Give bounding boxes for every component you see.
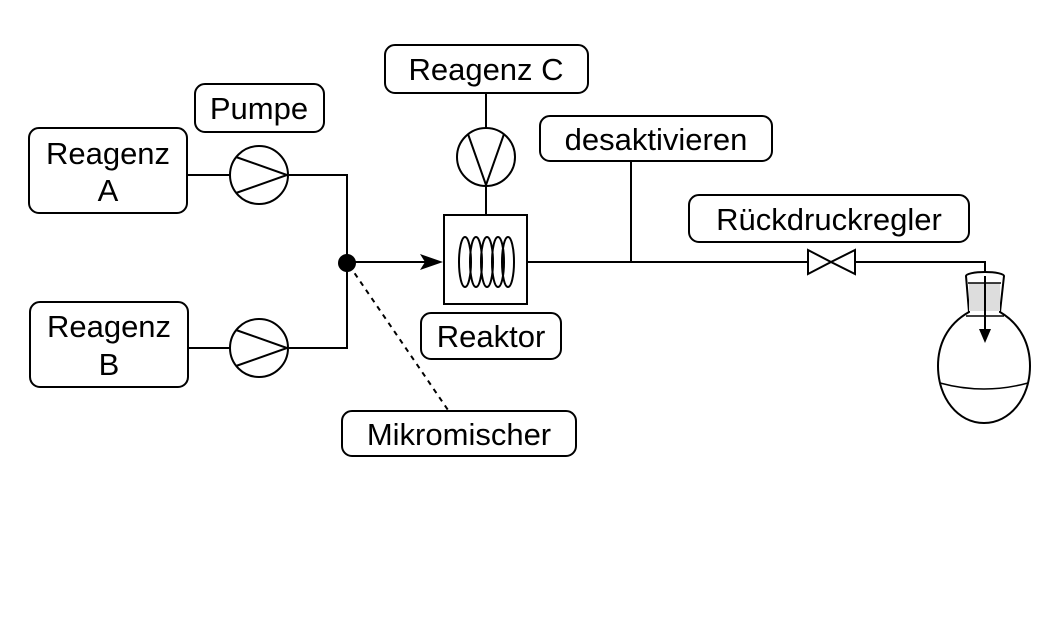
pump-b-icon xyxy=(229,318,291,378)
reagent-a-box: Reagenz A xyxy=(28,127,188,214)
line-valve-to-flask xyxy=(855,261,986,275)
micromixer-label-box: Mikromischer xyxy=(341,410,577,457)
line-pump-a-to-mixer xyxy=(289,174,348,262)
flow-arrow-head xyxy=(420,254,443,270)
reagent-c-box: Reagenz C xyxy=(384,44,589,94)
collection-flask-icon xyxy=(936,271,1032,425)
pump-a-icon xyxy=(229,145,291,205)
reactor-icon xyxy=(443,214,528,305)
micromixer-label: Mikromischer xyxy=(367,417,551,452)
reagent-b-label-line2: B xyxy=(99,347,120,382)
line-pump-b-to-mixer xyxy=(289,262,348,349)
reactor-label: Reaktor xyxy=(437,319,546,354)
back-pressure-regulator-label: Rückdruckregler xyxy=(716,202,942,237)
quench-label-box: desaktivieren xyxy=(539,115,773,162)
reagent-a-label-line1: Reagenz xyxy=(46,136,170,171)
reagent-b-box: Reagenz B xyxy=(29,301,189,388)
quench-label: desaktivieren xyxy=(565,122,748,157)
pump-label: Pumpe xyxy=(210,91,308,126)
reagent-c-label: Reagenz C xyxy=(408,52,563,87)
reactor-label-box: Reaktor xyxy=(420,312,562,360)
valve-icon xyxy=(807,248,856,276)
pump-c-icon xyxy=(456,127,516,189)
pump-label-box: Pumpe xyxy=(194,83,325,133)
back-pressure-regulator-label-box: Rückdruckregler xyxy=(688,194,970,243)
reagent-a-label-line2: A xyxy=(98,173,119,208)
flow-lines xyxy=(187,94,986,411)
micromixer-junction-icon xyxy=(338,254,356,272)
reagent-b-label-line1: Reagenz xyxy=(47,309,171,344)
